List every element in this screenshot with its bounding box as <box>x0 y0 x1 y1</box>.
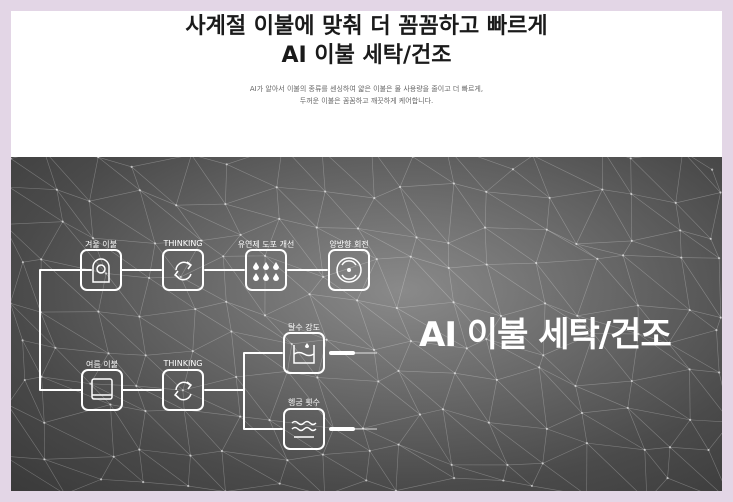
spin-strength-label: 탈수 강도 <box>288 323 320 332</box>
header-section: 사계절 이불에 맞춰 더 꼼꼼하고 빠르게 AI 이불 세탁/건조 AI가 알아… <box>11 11 722 157</box>
summer-blanket-label: 여름 이불 <box>86 360 118 369</box>
rinse-count-label: 헹굼 횟수 <box>288 398 320 407</box>
branch-connector <box>39 269 92 391</box>
thinking-refresh-icon-bottom <box>162 369 204 411</box>
ai-diagram-panel: 겨울 이불 THINKING 유연제 도포 개선 양방향 회전 여름 이불 TH… <box>11 157 722 491</box>
spin-strength-icon <box>283 332 325 374</box>
thinking-bottom-label: THINKING <box>163 359 203 368</box>
thinking-refresh-icon-top <box>162 249 204 291</box>
softener-label: 유연제 도포 개선 <box>237 240 295 249</box>
background-mesh <box>11 157 722 491</box>
page-title-line1: 사계절 이불에 맞춰 더 꼼꼼하고 빠르게 <box>185 14 548 39</box>
summer-blanket-icon <box>81 369 123 411</box>
diagram-big-title: AI 이불 세탁/건조 <box>419 315 672 355</box>
connector-to-spin <box>243 352 283 391</box>
connector-to-rinse <box>243 389 283 430</box>
thinking-top-label: THINKING <box>163 239 203 248</box>
page-frame: 사계절 이불에 맞춰 더 꼼꼼하고 빠르게 AI 이불 세탁/건조 AI가 알아… <box>11 11 722 491</box>
flow-diagram <box>39 249 377 450</box>
page-title-line2: AI 이불 세탁/건조 <box>281 43 452 68</box>
winter-blanket-label: 겨울 이불 <box>85 240 117 249</box>
rinse-count-bar <box>329 427 377 431</box>
winter-blanket-icon <box>80 249 122 291</box>
description-line1: AI가 알아서 이불의 종류를 센싱하여 얇은 이불은 물 사용량을 줄이고 더… <box>249 85 484 93</box>
rinse-count-icon <box>283 408 325 450</box>
bidirectional-rotation-icon <box>328 249 370 291</box>
description-line2: 두꺼운 이불은 꼼꼼하고 깨끗하게 케어합니다. <box>299 97 434 105</box>
rotation-label: 양방향 회전 <box>329 240 369 249</box>
softener-drops-icon <box>245 249 287 291</box>
spin-strength-bar <box>329 351 377 355</box>
